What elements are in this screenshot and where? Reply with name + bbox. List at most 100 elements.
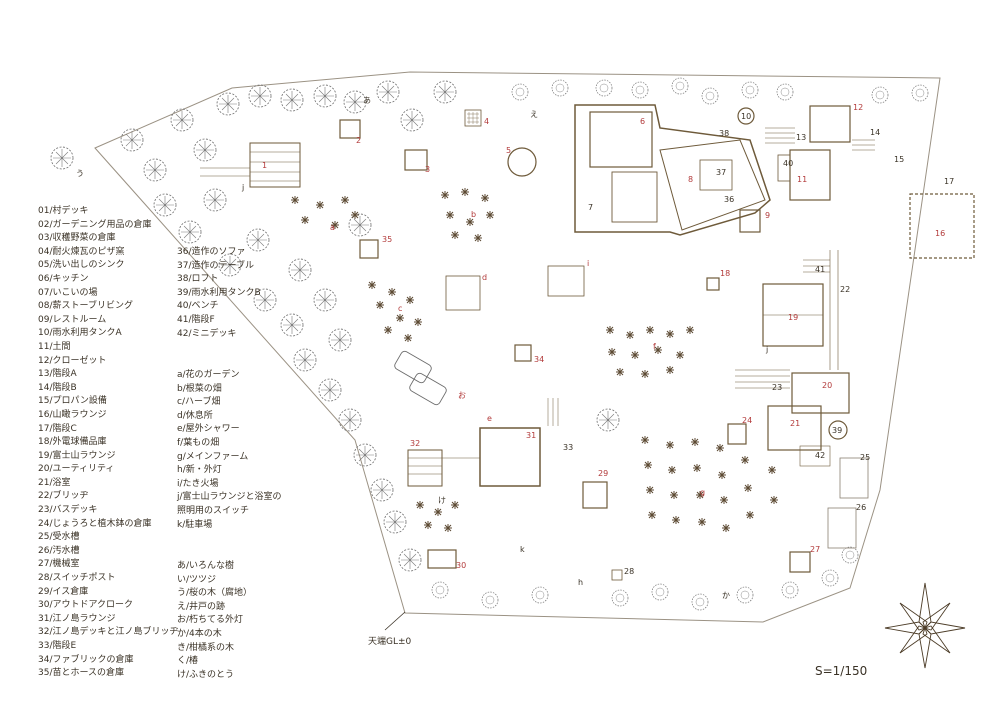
plan-label-ka: あ <box>363 96 371 105</box>
plan-label-le: e <box>487 414 492 423</box>
legend-item: か/4本の木 <box>177 628 222 639</box>
plan-label-lb: b <box>471 210 476 219</box>
bonfire-i <box>547 265 585 297</box>
ground-level-label: 天端GL±0 <box>368 637 412 647</box>
legend-item: き/柑橘系の木 <box>177 642 235 653</box>
legend-item: 08/薪ストーブリビング <box>38 301 133 312</box>
legend-item: 30/アウトドアクローク <box>38 600 134 611</box>
legend-item: 12/クローゼット <box>38 355 107 366</box>
plan-label-20: 20 <box>822 381 832 390</box>
plan-label-3: 3 <box>425 165 430 174</box>
legend-item: 18/外電球備品庫 <box>38 437 107 448</box>
legend-item: い/ツツジ <box>177 574 217 585</box>
legend-item: 26/汚水槽 <box>38 545 80 556</box>
plan-label-17: 17 <box>944 177 954 186</box>
plan-label-ld: d <box>482 273 487 282</box>
legend-item: 35/苗とホースの倉庫 <box>38 668 125 679</box>
legend-item: 31/江ノ島ラウンジ <box>38 613 116 624</box>
legend-item: え/井戸の跡 <box>177 601 226 612</box>
plan-label-ko: お <box>458 391 466 400</box>
scale-label: S=1/150 <box>815 664 868 678</box>
bridge-22 <box>829 250 839 370</box>
legend-item: j/富士山ラウンジと浴室の <box>177 492 282 503</box>
legend-item: 04/耐火煉瓦のピザ窯 <box>38 246 125 257</box>
storage-18 <box>706 277 720 291</box>
plan-label-4: 4 <box>484 117 489 126</box>
plan-label-30: 30 <box>456 561 466 570</box>
legend-item: 34/ファブリックの倉庫 <box>38 654 134 665</box>
legend-item: 40/ベンチ <box>177 301 219 312</box>
plan-label-lc: c <box>398 304 402 313</box>
plan-label-14: 14 <box>870 128 880 137</box>
legend-item: 25/受水槽 <box>38 532 80 543</box>
plan-label-12: 12 <box>853 103 863 112</box>
plan-label-28: 28 <box>624 567 634 576</box>
chair-storage-29 <box>582 481 608 509</box>
plan-label-23: 23 <box>772 383 782 392</box>
mini-deck-42 <box>799 445 831 467</box>
plan-label-la: a <box>330 223 335 232</box>
legend-numbered: 01/村デッキ 02/ガーデニング用品の倉庫 03/収穫野菜の倉庫 04/耐火煉… <box>38 205 179 681</box>
bath-21 <box>767 405 822 451</box>
restroom-09 <box>739 209 761 233</box>
legend-item: 07/いこいの場 <box>38 287 98 298</box>
plan-label-36: 36 <box>724 195 734 204</box>
plan-label-lg: g <box>700 488 705 497</box>
outdoor-cloak-30 <box>427 549 457 569</box>
plan-label-18: 18 <box>720 269 730 278</box>
legend-item: く/椿 <box>177 656 199 667</box>
plan-label-39: 39 <box>832 426 842 435</box>
machine-room-27 <box>789 551 811 573</box>
legend-item: b/根菜の畑 <box>177 383 222 394</box>
kitchen-06 <box>589 111 653 168</box>
mountain-lounge-16 <box>909 193 975 259</box>
plan-label-29: 29 <box>598 469 608 478</box>
closet-12 <box>809 105 851 143</box>
plan-label-16: 16 <box>935 229 945 238</box>
plan-label-26: 26 <box>856 503 866 512</box>
rest-area-d <box>445 275 481 311</box>
doma-11 <box>789 149 831 201</box>
garden-storage-02 <box>339 119 361 139</box>
plan-label-lj2: j <box>765 345 768 354</box>
legend-numbered-2: 36/造作のソファ 37/造作のテーブル 38/ロフト 39/雨水利用タンクB … <box>177 246 261 341</box>
fabric-storage-34 <box>514 344 532 362</box>
legend-item: k/駐車場 <box>177 519 213 530</box>
legend-item: 32/江ノ島デッキと江ノ島ブリッヂ <box>38 627 179 638</box>
legend-item: 42/ミニデッキ <box>177 328 237 339</box>
stove-living-08 <box>659 139 766 231</box>
seedling-storage-35 <box>359 239 379 259</box>
legend-item: お/朽ちてる外灯 <box>177 615 244 626</box>
sewage-tank-26 <box>827 507 857 549</box>
legend-item: g/メインファーム <box>177 451 249 462</box>
plan-label-5: 5 <box>506 146 511 155</box>
plan-label-ke: え <box>530 110 538 119</box>
plan-label-21: 21 <box>790 419 800 428</box>
legend-item: け/ふきのとう <box>177 669 235 680</box>
plan-label-19: 19 <box>788 313 798 322</box>
legend-item: 24/じょうろと植木鉢の倉庫 <box>38 518 152 529</box>
plan-label-kke: け <box>438 496 446 505</box>
legend-item: 17/階段C <box>38 423 77 434</box>
stair-e-33 <box>547 398 559 426</box>
legend-item: 37/造作のテーブル <box>177 260 254 271</box>
plan-label-27: 27 <box>810 545 820 554</box>
stair-b-14 <box>852 139 875 151</box>
enoshima-deck-32 <box>407 449 443 487</box>
legend-item: 38/ロフト <box>177 274 219 285</box>
legend-item: 11/土間 <box>38 341 71 352</box>
legend-letters: a/花のガーデン b/根菜の畑 c/ハーブ畑 d/休息所 e/屋外シャワー f/… <box>177 369 282 532</box>
plan-label-41: 41 <box>815 265 825 274</box>
bench-40 <box>777 154 791 182</box>
plan-label-10: 10 <box>741 112 751 121</box>
stair-a-13 <box>765 127 795 144</box>
plan-label-8: 8 <box>688 175 693 184</box>
plan-label-2: 2 <box>356 136 361 145</box>
plan-label-34: 34 <box>534 355 544 364</box>
plan-label-37: 37 <box>716 168 726 177</box>
legend-item: あ/いろんな樹 <box>177 561 235 571</box>
legend-item: c/ハーブ畑 <box>177 397 221 408</box>
legend-item: i/たき火場 <box>177 478 219 489</box>
plan-label-25: 25 <box>860 453 870 462</box>
plan-label-31: 31 <box>526 431 536 440</box>
